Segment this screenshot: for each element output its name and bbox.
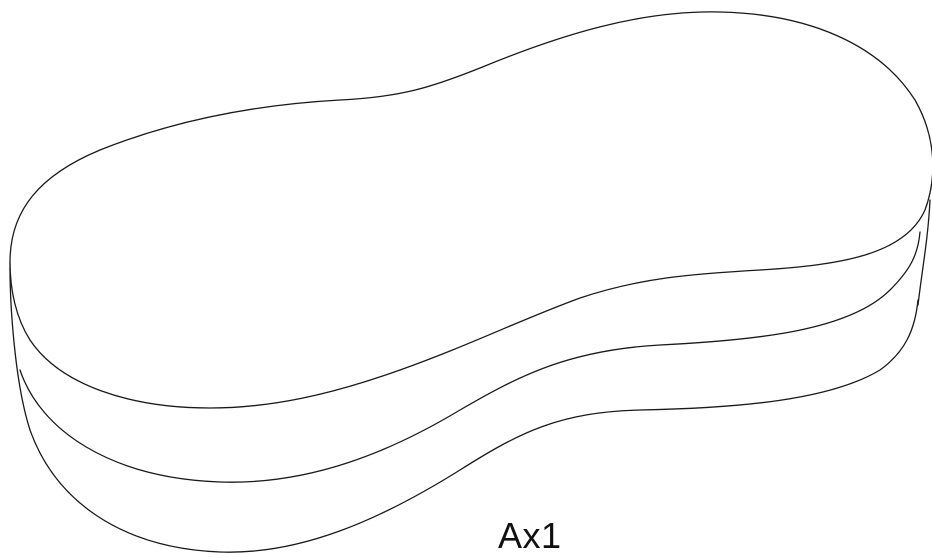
figure-label: Ax1	[498, 515, 562, 556]
top-face	[9, 11, 932, 409]
bottom-edge	[9, 267, 919, 553]
right-side-edge	[917, 199, 931, 306]
middle-seam	[19, 231, 921, 483]
